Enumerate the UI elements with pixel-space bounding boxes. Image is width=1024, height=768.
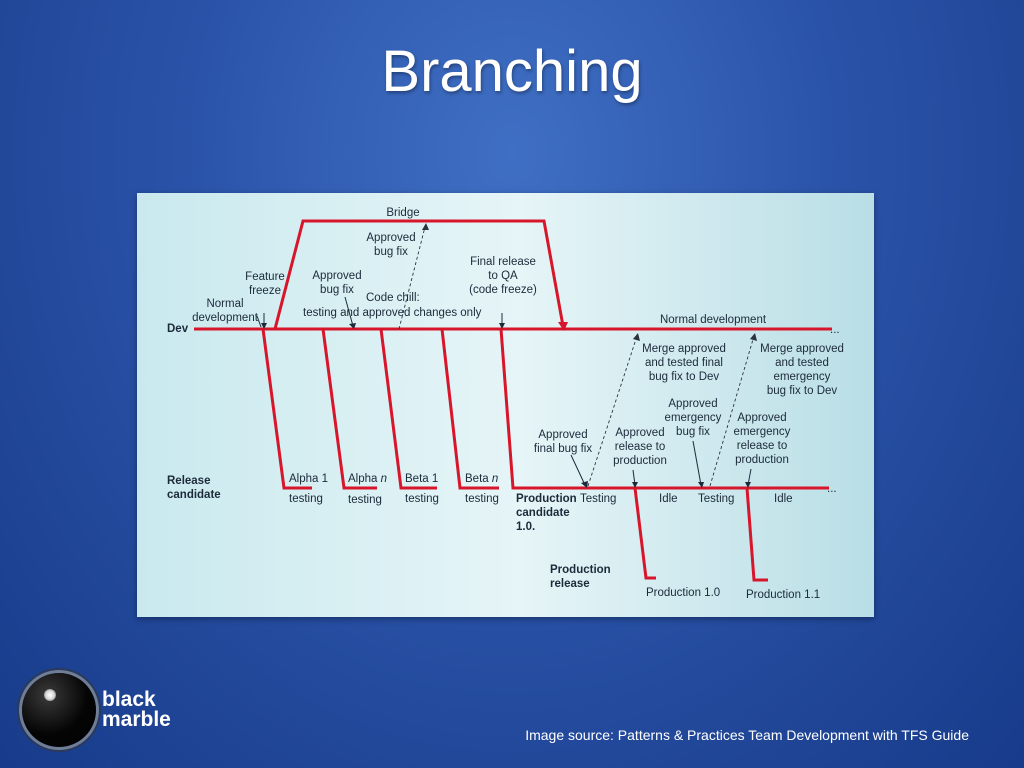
branching-diagram-svg: Dev Release candidate Bridge Approved bu… bbox=[167, 207, 844, 601]
final-release-1: Final release bbox=[470, 256, 536, 268]
final-release-3: (code freeze) bbox=[469, 284, 537, 296]
branching-diagram: Dev Release candidate Bridge Approved bu… bbox=[137, 193, 874, 617]
merge-final-dashed bbox=[587, 335, 638, 487]
code-chill-2: testing and approved changes only bbox=[303, 307, 482, 319]
beta-n-italic: n bbox=[492, 473, 498, 485]
feature-freeze-1: Feature bbox=[245, 271, 285, 283]
approved-emergency-release-2: emergency bbox=[734, 426, 791, 438]
normal-dev-left-1: Normal bbox=[206, 298, 243, 310]
final-release-2: to QA bbox=[488, 270, 518, 282]
approved-final-bug-fix-2: final bug fix bbox=[534, 443, 592, 455]
rc-ellipsis: ... bbox=[827, 483, 837, 495]
alpha1-label: Alpha 1 bbox=[289, 473, 328, 485]
bridge-label: Bridge bbox=[386, 207, 419, 219]
approved-emergency-release-3: release to bbox=[737, 440, 788, 452]
production-10-label: Production 1.0 bbox=[646, 587, 720, 599]
logo-text: black marble bbox=[102, 688, 171, 731]
merge-emergency-1: Merge approved bbox=[760, 343, 844, 355]
alpha1-branch-line bbox=[261, 328, 312, 490]
merge-final-3: bug fix to Dev bbox=[649, 371, 720, 383]
approved-bug-fix-mid-1: Approved bbox=[312, 270, 361, 282]
approved-final-bug-fix-arrow bbox=[570, 454, 586, 486]
beta-n-label: Beta n bbox=[465, 473, 498, 485]
approved-bug-fix-mid-2: bug fix bbox=[320, 284, 354, 296]
dev-lane-label: Dev bbox=[167, 323, 189, 335]
approved-emergency-release-4: production bbox=[735, 454, 789, 466]
merge-emergency-3: emergency bbox=[774, 371, 831, 383]
merge-emergency-dashed bbox=[709, 335, 755, 487]
approved-release-production-1: Approved bbox=[615, 427, 664, 439]
beta1-testing: testing bbox=[405, 493, 439, 505]
logo-highlight bbox=[44, 689, 56, 701]
merge-emergency-2: and tested bbox=[775, 357, 829, 369]
approved-emergency-bug-fix-arrow bbox=[692, 440, 702, 486]
alpha-n-testing: testing bbox=[348, 494, 382, 506]
merge-final-1: Merge approved bbox=[642, 343, 726, 355]
beta1-branch-line bbox=[379, 328, 437, 490]
production-candidate-3: 1.0. bbox=[516, 521, 535, 533]
code-chill-1: Code chill: bbox=[366, 292, 420, 304]
approved-bug-fix-top-dashed bbox=[398, 226, 426, 330]
approved-release-production-2: release to bbox=[615, 441, 666, 453]
release-lane-label-1: Release bbox=[167, 475, 210, 487]
approved-emergency-bug-fix-3: bug fix bbox=[676, 426, 710, 438]
approved-bug-fix-top-1: Approved bbox=[366, 232, 415, 244]
beta1-label: Beta 1 bbox=[405, 473, 438, 485]
dev-ellipsis: ... bbox=[830, 324, 840, 336]
alpha-n-italic: n bbox=[381, 473, 387, 485]
merge-emergency-4: bug fix to Dev bbox=[767, 385, 838, 397]
normal-dev-left-2: development bbox=[192, 312, 259, 324]
rc-testing-2: Testing bbox=[698, 493, 734, 505]
bridge-arrowhead bbox=[558, 322, 568, 331]
alpha1-testing: testing bbox=[289, 493, 323, 505]
beta-n-branch-line bbox=[440, 328, 499, 490]
approved-final-bug-fix-1: Approved bbox=[538, 429, 587, 441]
logo-line-2: marble bbox=[102, 708, 171, 731]
production-11-label: Production 1.1 bbox=[746, 589, 820, 601]
approved-release-production-3: production bbox=[613, 455, 667, 467]
production-release-2: release bbox=[550, 578, 590, 590]
release-lane-label-2: candidate bbox=[167, 489, 221, 501]
production-candidate-2: candidate bbox=[516, 507, 570, 519]
approved-emergency-bug-fix-1: Approved bbox=[668, 398, 717, 410]
normal-dev-right: Normal development bbox=[660, 314, 767, 326]
approved-bug-fix-mid-arrow bbox=[344, 296, 354, 327]
production-10-line bbox=[633, 487, 656, 580]
rc-idle-1: Idle bbox=[659, 493, 678, 505]
production-11-line bbox=[745, 487, 768, 582]
approved-bug-fix-top-2: bug fix bbox=[374, 246, 408, 258]
alpha-n-label: Alpha n bbox=[348, 473, 387, 485]
merge-final-2: and tested final bbox=[645, 357, 723, 369]
bridge-line bbox=[273, 219, 565, 330]
beta-n-testing: testing bbox=[465, 493, 499, 505]
release-candidate-line bbox=[499, 328, 829, 490]
approved-emergency-bug-fix-2: emergency bbox=[665, 412, 722, 424]
production-candidate-1: Production bbox=[516, 493, 577, 505]
production-release-1: Production bbox=[550, 564, 611, 576]
rc-idle-2: Idle bbox=[774, 493, 793, 505]
beta-n-prefix: Beta bbox=[465, 473, 492, 485]
feature-freeze-2: freeze bbox=[249, 285, 281, 297]
approved-emergency-release-1: Approved bbox=[737, 412, 786, 424]
logo-line-1: black bbox=[102, 688, 156, 711]
slide-title: Branching bbox=[381, 39, 643, 104]
image-source-caption: Image source: Patterns & Practices Team … bbox=[525, 727, 969, 743]
alpha-n-prefix: Alpha bbox=[348, 473, 381, 485]
rc-testing-1: Testing bbox=[580, 493, 616, 505]
alpha-n-branch-line bbox=[321, 328, 377, 490]
black-marble-logo-icon bbox=[22, 673, 96, 747]
